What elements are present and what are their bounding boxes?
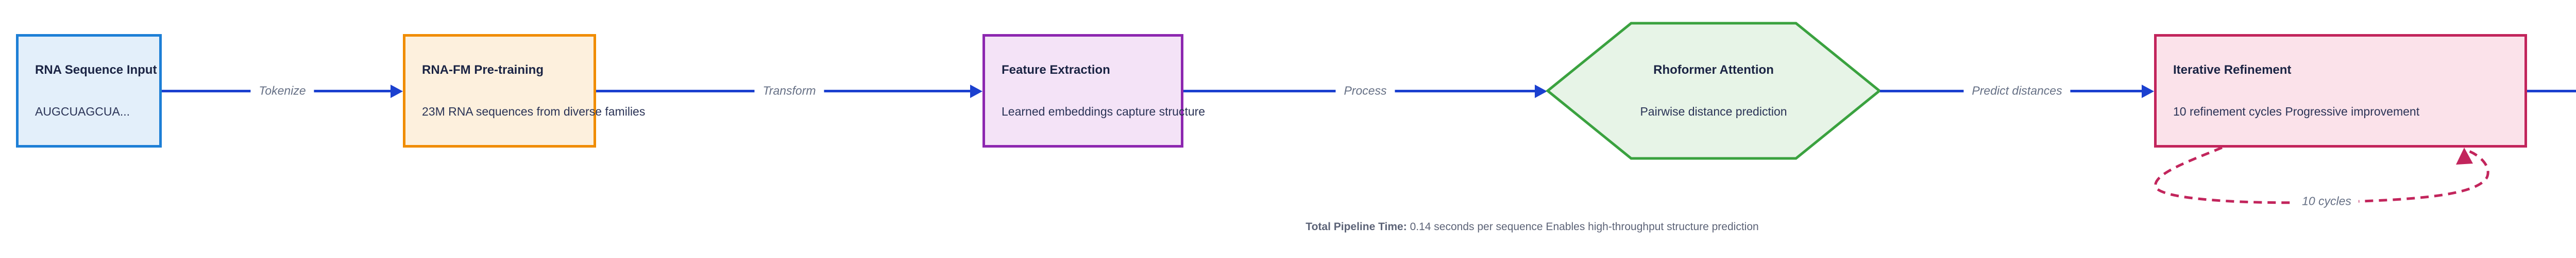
arrowhead-icon (2142, 85, 2154, 98)
node-title: Feature Extraction (1002, 63, 1110, 77)
node-title: RNA Sequence Input (35, 63, 157, 77)
loop-arrowhead-icon (2456, 148, 2473, 165)
node-title: RNA-FM Pre-training (422, 63, 544, 77)
edge-process: Process (1183, 82, 1547, 100)
node-body: 23M RNA sequences from diverse families (422, 105, 646, 118)
node-rna-fm-pre-training: RNA-FM Pre-training 23M RNA sequences fr… (403, 34, 645, 148)
arrowhead-icon (970, 85, 982, 98)
node-rna-sequence-input: RNA Sequence Input AUGCUAGCUA... (16, 34, 162, 148)
edge-final-structure: Final structure (2527, 90, 2576, 92)
arrowhead-icon (1535, 85, 1547, 98)
edge-label: Process (1335, 82, 1395, 100)
edge-label: Predict distances (1963, 82, 2071, 100)
node-iterative-refinement: Iterative Refinement 10 refinement cycle… (2154, 34, 2527, 148)
node-rhoformer-attention: Rhoformer Attention Pairwise distance pr… (1546, 21, 1882, 161)
caption-text: 0.14 seconds per sequence Enables high-t… (1410, 221, 1759, 233)
edge-predict-distances: Predict distances (1880, 82, 2154, 100)
node-title: Rhoformer Attention (1653, 63, 1774, 77)
edge-transform: Transform (596, 82, 982, 100)
edge-label: Tokenize (250, 82, 314, 100)
node-title: Iterative Refinement (2173, 63, 2292, 77)
node-body: AUGCUAGCUA... (35, 105, 130, 118)
node-body: 10 refinement cycles Progressive improve… (2173, 105, 2420, 118)
caption-lead: Total Pipeline Time: (1306, 221, 1407, 233)
edge-label: Transform (754, 82, 824, 100)
hexagon-shape (1546, 22, 1882, 160)
caption: Total Pipeline Time: 0.14 seconds per se… (0, 220, 2576, 234)
edge-tokenize: Tokenize (162, 82, 403, 100)
node-feature-extraction: Feature Extraction Learned embeddings ca… (982, 34, 1205, 148)
node-body: Learned embeddings capture structure (1002, 105, 1206, 118)
self-loop-arrow (2154, 146, 2489, 204)
edge-line (2527, 90, 2576, 92)
node-body: Pairwise distance prediction (1640, 105, 1787, 118)
arrowhead-icon (391, 85, 403, 98)
loop-label: 10 cycles (2295, 193, 2359, 209)
